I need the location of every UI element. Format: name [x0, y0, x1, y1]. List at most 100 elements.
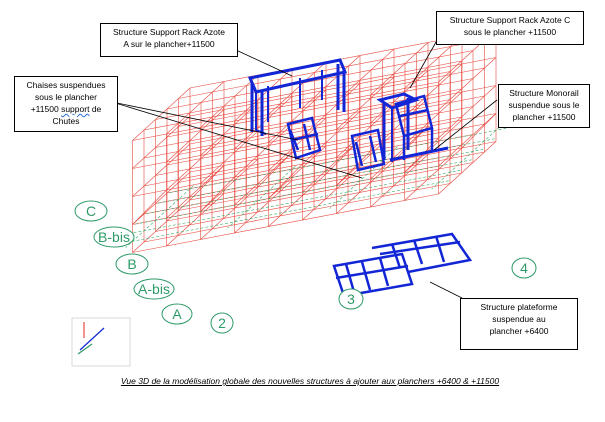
grid-lines: [112, 126, 507, 248]
frame-beam: [189, 113, 497, 173]
frame-beam: [132, 87, 191, 141]
callout-monorail: Structure Monorail suspendue sous le pla…: [498, 84, 590, 128]
callout-line: Structure Support Rack Azote: [113, 27, 225, 37]
frame-beam: [189, 141, 497, 201]
frame-beam: [404, 91, 463, 145]
frame-beam: [132, 199, 191, 253]
callout-line: Chutes: [52, 116, 80, 126]
frame-beam: [404, 147, 463, 201]
callout-line: A sur le plancher+11500: [123, 39, 215, 49]
callout-line: +11500 support de: [18, 103, 114, 115]
frame-brace: [393, 126, 429, 162]
callout-word-underlined: support: [61, 104, 90, 114]
frame-beam: [178, 123, 485, 183]
callout-line: Chaises suspendues: [26, 80, 106, 90]
grid-label-2: 2: [218, 315, 226, 331]
grid-bubble-b: [115, 253, 149, 275]
frame-beam: [132, 137, 439, 197]
grid-bubble-3: [338, 288, 364, 310]
grid-line: [135, 159, 472, 225]
rack-azote-a-structure: [247, 58, 348, 136]
rack-azote-c-structure: [376, 92, 420, 162]
callout-rack-azote-c: Structure Support Rack Azote C sous le p…: [436, 11, 584, 45]
frame-beam: [132, 143, 191, 197]
frame-beam: [178, 151, 485, 211]
frame-beam: [155, 172, 462, 232]
callout-line: Structure plateforme: [480, 302, 558, 312]
chaise-suspendue-right: [350, 128, 386, 172]
frame-beam: [189, 85, 497, 145]
frame-beam: [438, 57, 497, 111]
frame-beam: [132, 81, 439, 141]
frame-beam: [143, 183, 451, 243]
frame-beam: [268, 117, 327, 171]
grid-bubble-a-bis: [133, 278, 175, 300]
frame-beam: [166, 106, 474, 166]
frame-beam: [132, 171, 191, 225]
frame-beam: [234, 124, 293, 178]
frame-beam: [166, 78, 474, 138]
callout-line: Structure Monorail: [509, 88, 579, 98]
frame-beam: [268, 145, 327, 199]
frame-beam: [200, 158, 259, 212]
grid-line: [112, 180, 449, 246]
grid-label-4: 4: [520, 260, 528, 276]
grid-line: [329, 146, 398, 209]
frame-beam: [166, 109, 225, 163]
frame-beam: [166, 162, 474, 222]
frame-beam: [200, 130, 259, 184]
frame-beam: [404, 63, 463, 117]
frame-brace: [257, 152, 293, 188]
callout-word: +11500: [30, 104, 59, 114]
frame-beam: [336, 160, 395, 214]
callout-line: plancher +11500: [512, 112, 576, 122]
frame-beam: [302, 55, 361, 109]
grid-bubbles: [74, 200, 537, 334]
grid-label-a-bis: A-bis: [138, 281, 170, 297]
frame-beam: [132, 193, 439, 253]
grid-line: [431, 126, 500, 190]
frame-beam: [132, 115, 191, 169]
grid-line: [227, 165, 296, 229]
callout-line: Structure Support Rack Azote C: [449, 15, 571, 25]
frame-beam: [438, 141, 497, 195]
frame-beam: [268, 89, 327, 143]
frame-beam: [178, 39, 485, 99]
callout-line: suspendue au: [492, 314, 546, 324]
grid-label-b: B: [127, 256, 137, 272]
frame-brace: [336, 150, 371, 186]
frame-beam: [370, 154, 429, 208]
grid-line: [146, 149, 484, 214]
leader-lines: [111, 27, 498, 299]
callout-rack-azote-a: Structure Support Rack Azote A sur le pl…: [100, 23, 238, 57]
ucs-axis-icon: [71, 317, 131, 367]
frame-beam: [234, 152, 293, 206]
frame-beam: [166, 193, 225, 247]
frame-beam: [438, 85, 497, 139]
frame-beam: [370, 42, 429, 96]
grid-line: [169, 128, 507, 193]
grid-bubble-c: [74, 200, 108, 222]
frame-beam: [178, 95, 485, 155]
frame-brace: [189, 165, 225, 201]
grid-label-b-bis: B-bis: [98, 229, 130, 245]
frame-beam: [166, 50, 474, 110]
existing-frame-wireframe: [132, 29, 497, 253]
callout-line: plancher +6400: [489, 326, 549, 336]
frame-beam: [336, 48, 395, 102]
frame-beam: [370, 70, 429, 124]
frame-beam: [166, 81, 225, 135]
frame-beam: [302, 111, 361, 165]
frame-beam: [143, 71, 451, 131]
frame-beam: [302, 83, 361, 137]
callout-line: sous le plancher: [35, 92, 97, 102]
frame-brace: [200, 176, 235, 212]
grid-bubble-a: [161, 303, 193, 325]
frame-beam: [166, 137, 225, 191]
frame-beam: [155, 60, 462, 120]
plateforme-structure: [332, 232, 473, 298]
grid-label-c: C: [85, 203, 97, 219]
frame-brace: [268, 163, 303, 199]
grid-line: [125, 185, 194, 248]
